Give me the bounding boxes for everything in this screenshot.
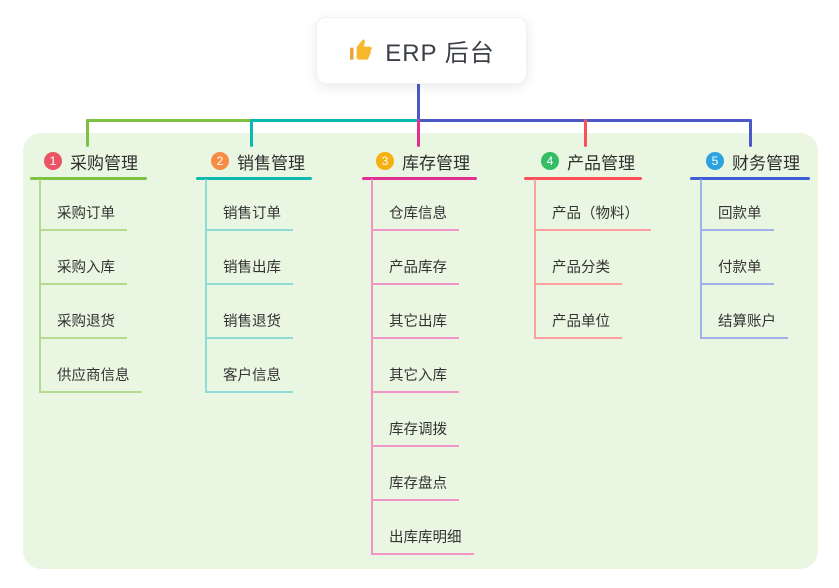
drop-line-inventory: [417, 119, 420, 147]
node-settlement-account[interactable]: 结算账户: [700, 312, 788, 339]
node-other-inbound[interactable]: 其它入库: [371, 366, 459, 393]
node-receipt-order[interactable]: 回款单: [700, 204, 774, 231]
drop-line-sales: [250, 119, 253, 147]
connector-segment-teal: [250, 119, 419, 122]
branch-number-badge: 2: [211, 152, 229, 170]
branch-header-purchase[interactable]: 1 采购管理: [44, 150, 138, 173]
root-title: ERP 后台: [385, 40, 495, 67]
branch-underline-purchase: [30, 177, 147, 180]
root-connector-line: [417, 82, 420, 121]
root-node[interactable]: ERP 后台: [316, 17, 527, 84]
branch-number-badge: 1: [44, 152, 62, 170]
branch-header-finance[interactable]: 5 财务管理: [706, 150, 800, 173]
branch-label: 财务管理: [732, 153, 800, 173]
node-stock-count[interactable]: 库存盘点: [371, 474, 459, 501]
branch-trunk-purchase: [39, 179, 41, 393]
drop-line-product: [584, 119, 587, 147]
branch-label: 库存管理: [402, 153, 470, 173]
branch-number-badge: 5: [706, 152, 724, 170]
branch-underline-finance: [690, 177, 810, 180]
branch-label: 采购管理: [70, 153, 138, 173]
node-purchase-inbound[interactable]: 采购入库: [39, 258, 127, 285]
node-product-category[interactable]: 产品分类: [534, 258, 622, 285]
node-stock-transfer[interactable]: 库存调拨: [371, 420, 459, 447]
branch-number-badge: 3: [376, 152, 394, 170]
node-payment-order[interactable]: 付款单: [700, 258, 774, 285]
drop-line-purchase: [86, 119, 89, 147]
drop-line-finance: [749, 119, 752, 147]
node-purchase-return[interactable]: 采购退货: [39, 312, 127, 339]
connector-segment-green: [86, 119, 252, 122]
node-sales-order[interactable]: 销售订单: [205, 204, 293, 231]
branch-underline-inventory: [362, 177, 477, 180]
thumbs-up-icon: [350, 38, 373, 60]
branch-header-inventory[interactable]: 3 库存管理: [376, 150, 470, 173]
branch-number-badge: 4: [541, 152, 559, 170]
node-product-stock[interactable]: 产品库存: [371, 258, 459, 285]
branch-header-sales[interactable]: 2 销售管理: [211, 150, 305, 173]
branch-underline-product: [524, 177, 642, 180]
node-other-outbound[interactable]: 其它出库: [371, 312, 459, 339]
branch-header-product[interactable]: 4 产品管理: [541, 150, 635, 173]
node-sales-outbound[interactable]: 销售出库: [205, 258, 293, 285]
branch-trunk-finance: [700, 179, 702, 339]
node-customer-info[interactable]: 客户信息: [205, 366, 293, 393]
branches-background-panel: [23, 133, 818, 569]
branch-label: 产品管理: [567, 153, 635, 173]
node-product-unit[interactable]: 产品单位: [534, 312, 622, 339]
node-product-material[interactable]: 产品（物料）: [534, 204, 651, 231]
branch-underline-sales: [196, 177, 312, 180]
branch-trunk-inventory: [371, 179, 373, 555]
node-supplier-info[interactable]: 供应商信息: [39, 366, 142, 393]
node-sales-return[interactable]: 销售退货: [205, 312, 293, 339]
branch-label: 销售管理: [237, 153, 305, 173]
node-purchase-order[interactable]: 采购订单: [39, 204, 127, 231]
node-stock-detail[interactable]: 出库库明细: [371, 528, 474, 555]
node-warehouse-info[interactable]: 仓库信息: [371, 204, 459, 231]
branch-trunk-sales: [205, 179, 207, 393]
branch-trunk-product: [534, 179, 536, 339]
